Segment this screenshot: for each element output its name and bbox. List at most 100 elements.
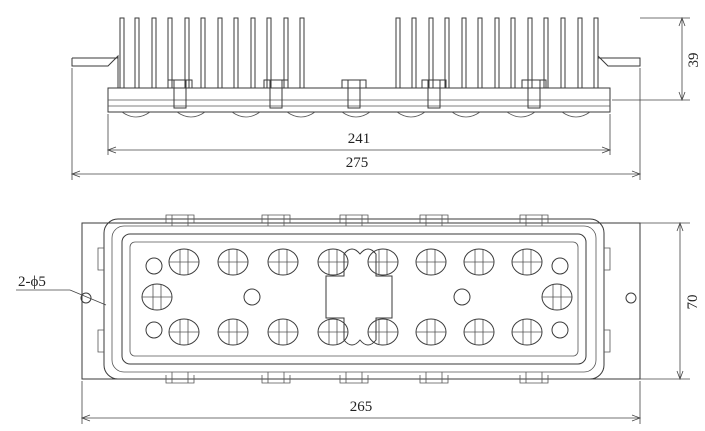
lens-bump bbox=[396, 111, 426, 118]
heatsink-fin bbox=[233, 17, 239, 88]
top-clips bbox=[165, 214, 549, 384]
lens-bump bbox=[451, 111, 481, 118]
housing-side-tabs bbox=[97, 247, 611, 353]
bottom-clip bbox=[419, 372, 449, 384]
heatsink-fin bbox=[428, 17, 434, 88]
dim-arrows-70 bbox=[676, 221, 684, 381]
lens-spot bbox=[145, 257, 163, 275]
heatsink-base bbox=[71, 54, 641, 113]
side-clip bbox=[521, 79, 547, 109]
lens-bump bbox=[506, 111, 536, 118]
dim-arrows-241 bbox=[106, 146, 612, 154]
heatsink-fin bbox=[461, 17, 467, 88]
lens-cell bbox=[317, 318, 349, 346]
lens-spot bbox=[243, 288, 261, 306]
lens-bump bbox=[341, 111, 371, 118]
dim-241-label: 241 bbox=[348, 131, 371, 147]
lens-cell bbox=[367, 318, 399, 346]
heatsink-fin bbox=[134, 17, 140, 88]
bottom-clip bbox=[519, 372, 549, 384]
lens-housing-outer bbox=[103, 218, 605, 380]
heatsink-fin bbox=[151, 17, 157, 88]
heatsink-fin bbox=[395, 17, 401, 88]
lens-housing-mid bbox=[111, 225, 597, 373]
lens-cell bbox=[168, 248, 200, 276]
bottom-clip bbox=[339, 372, 369, 384]
lens-cell bbox=[267, 318, 299, 346]
lens-bump bbox=[121, 111, 151, 118]
heatsink-fin bbox=[119, 17, 125, 88]
heatsink-fin bbox=[184, 17, 190, 88]
dim-275-label: 275 bbox=[346, 155, 369, 171]
heatsink-fins bbox=[119, 17, 599, 88]
heatsink-fin bbox=[250, 17, 256, 88]
heatsink-fin bbox=[577, 17, 583, 88]
lens-cell bbox=[141, 283, 173, 311]
side-clips bbox=[167, 79, 547, 109]
lens-cell bbox=[415, 318, 447, 346]
lens-cell bbox=[415, 248, 447, 276]
dim-arrows-275 bbox=[70, 170, 642, 178]
lens-cell bbox=[541, 283, 573, 311]
side-clip bbox=[263, 79, 289, 109]
heatsink-fin bbox=[299, 17, 305, 88]
lens-spot bbox=[145, 321, 163, 339]
lens-panel bbox=[129, 241, 579, 357]
lens-bump bbox=[561, 111, 591, 118]
top-clip bbox=[165, 214, 195, 226]
side-clip bbox=[167, 79, 193, 109]
lens-array bbox=[141, 248, 573, 346]
dim-arrows-265 bbox=[80, 414, 642, 422]
heatsink-fin bbox=[167, 17, 173, 88]
mount-hole-left bbox=[80, 292, 92, 304]
lens-cell bbox=[511, 318, 543, 346]
lens-bump bbox=[286, 111, 316, 118]
lens-cell bbox=[367, 248, 399, 276]
heatsink-fin bbox=[444, 17, 450, 88]
top-clip bbox=[519, 214, 549, 226]
heatsink-fin bbox=[477, 17, 483, 88]
lens-cell bbox=[317, 248, 349, 276]
dim-height-label: 39 bbox=[686, 53, 702, 68]
callout-leader bbox=[69, 289, 107, 306]
heatsink-fin bbox=[543, 17, 549, 88]
lens-cell bbox=[217, 248, 249, 276]
bottom-clip bbox=[165, 372, 195, 384]
lens-cell bbox=[168, 318, 200, 346]
heatsink-fin bbox=[494, 17, 500, 88]
lens-bumps bbox=[121, 111, 591, 118]
heatsink-fin bbox=[200, 17, 206, 88]
lens-housing-inner bbox=[121, 233, 587, 365]
lens-cell bbox=[511, 248, 543, 276]
lens-spot bbox=[551, 257, 569, 275]
mount-hole-right bbox=[625, 292, 637, 304]
lens-cell bbox=[463, 248, 495, 276]
top-clip bbox=[261, 214, 291, 226]
heatsink-fin bbox=[527, 17, 533, 88]
dim-arrows-height bbox=[678, 16, 686, 102]
lens-cell bbox=[217, 318, 249, 346]
top-clip bbox=[339, 214, 369, 226]
heatsink-fin bbox=[217, 17, 223, 88]
lens-spot bbox=[453, 288, 471, 306]
center-cutout bbox=[325, 248, 393, 346]
dim-265-label: 265 bbox=[350, 399, 373, 415]
top-clip bbox=[419, 214, 449, 226]
heatsink-fin bbox=[593, 17, 599, 88]
bottom-clip bbox=[261, 372, 291, 384]
lens-cell bbox=[463, 318, 495, 346]
lens-bump bbox=[231, 111, 261, 118]
lens-cell bbox=[267, 248, 299, 276]
lens-spot bbox=[551, 321, 569, 339]
lens-bump bbox=[176, 111, 206, 118]
dim-70-label: 70 bbox=[685, 295, 701, 310]
heatsink-fin bbox=[266, 17, 272, 88]
hole-callout-label: 2-ϕ5 bbox=[18, 274, 46, 290]
side-clip bbox=[341, 79, 367, 109]
side-view: 39 241 275 bbox=[70, 16, 702, 180]
heatsink-fin bbox=[411, 17, 417, 88]
heatsink-fin bbox=[510, 17, 516, 88]
heatsink-fin bbox=[283, 17, 289, 88]
top-view: 2-ϕ5 70 265 bbox=[16, 214, 701, 424]
